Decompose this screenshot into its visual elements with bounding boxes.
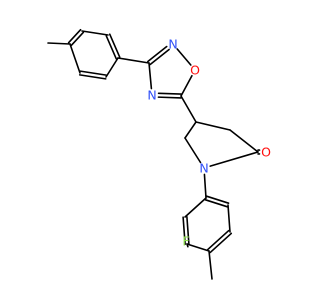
bond-t5-t6: [79, 70, 108, 76]
bond-t1-t2-second: [67, 28, 82, 44]
bond-c5-n4: [157, 92, 182, 95]
bond-a5-a6: [186, 216, 190, 245]
atom-label-n2: N: [168, 37, 177, 52]
atom-label-n4: N: [147, 88, 156, 103]
bond-a1-a2: [204, 199, 229, 208]
bond-t1-t2: [70, 31, 85, 47]
bond-a1-a2-second: [205, 195, 230, 204]
bond-t5-t6-second: [78, 74, 107, 80]
bond-a6-a1: [184, 197, 207, 218]
bond-c5p-c4p: [184, 121, 197, 139]
atom-label-f: F: [182, 234, 189, 249]
bond-c3-n2: [149, 48, 170, 66]
bond-t3-t4: [105, 34, 118, 60]
bond-a5-a6-second: [182, 216, 186, 245]
bond-a3-a4: [206, 229, 230, 251]
bond-a5-f: [186, 243, 189, 248]
bond-a3-a4-second: [209, 232, 233, 254]
bond-a4-mea: [208, 250, 213, 280]
bond-c2p-n1: [209, 151, 259, 167]
bond-met-t1: [47, 42, 71, 45]
bond-n2-o1: [176, 48, 192, 66]
bond-a4-a5: [186, 243, 210, 252]
bond-n1-c5p: [184, 137, 202, 164]
bond-t2-t3: [81, 30, 109, 36]
bond-t4-c3: [117, 57, 150, 64]
atom-label-ok: O: [261, 145, 271, 160]
bond-layer: [47, 28, 261, 280]
bond-c5-c4p: [180, 95, 197, 123]
bond-a2-a3: [227, 204, 231, 233]
atom-label-n1: N: [199, 161, 208, 176]
bond-c3-n2-second: [147, 45, 168, 63]
bond-n1-a1: [203, 173, 207, 199]
atom-label-o1: O: [190, 63, 200, 78]
bond-c5-n4-second: [157, 96, 182, 99]
bond-o1-c5: [180, 74, 193, 97]
bond-t4-t5: [105, 57, 119, 78]
bond-c3p-c2p: [229, 129, 259, 153]
bond-t3-t4-second: [108, 33, 121, 59]
bond-n4-c3: [148, 62, 153, 90]
bond-c4p-c3p: [195, 121, 231, 131]
bond-t6-t1: [69, 43, 81, 74]
